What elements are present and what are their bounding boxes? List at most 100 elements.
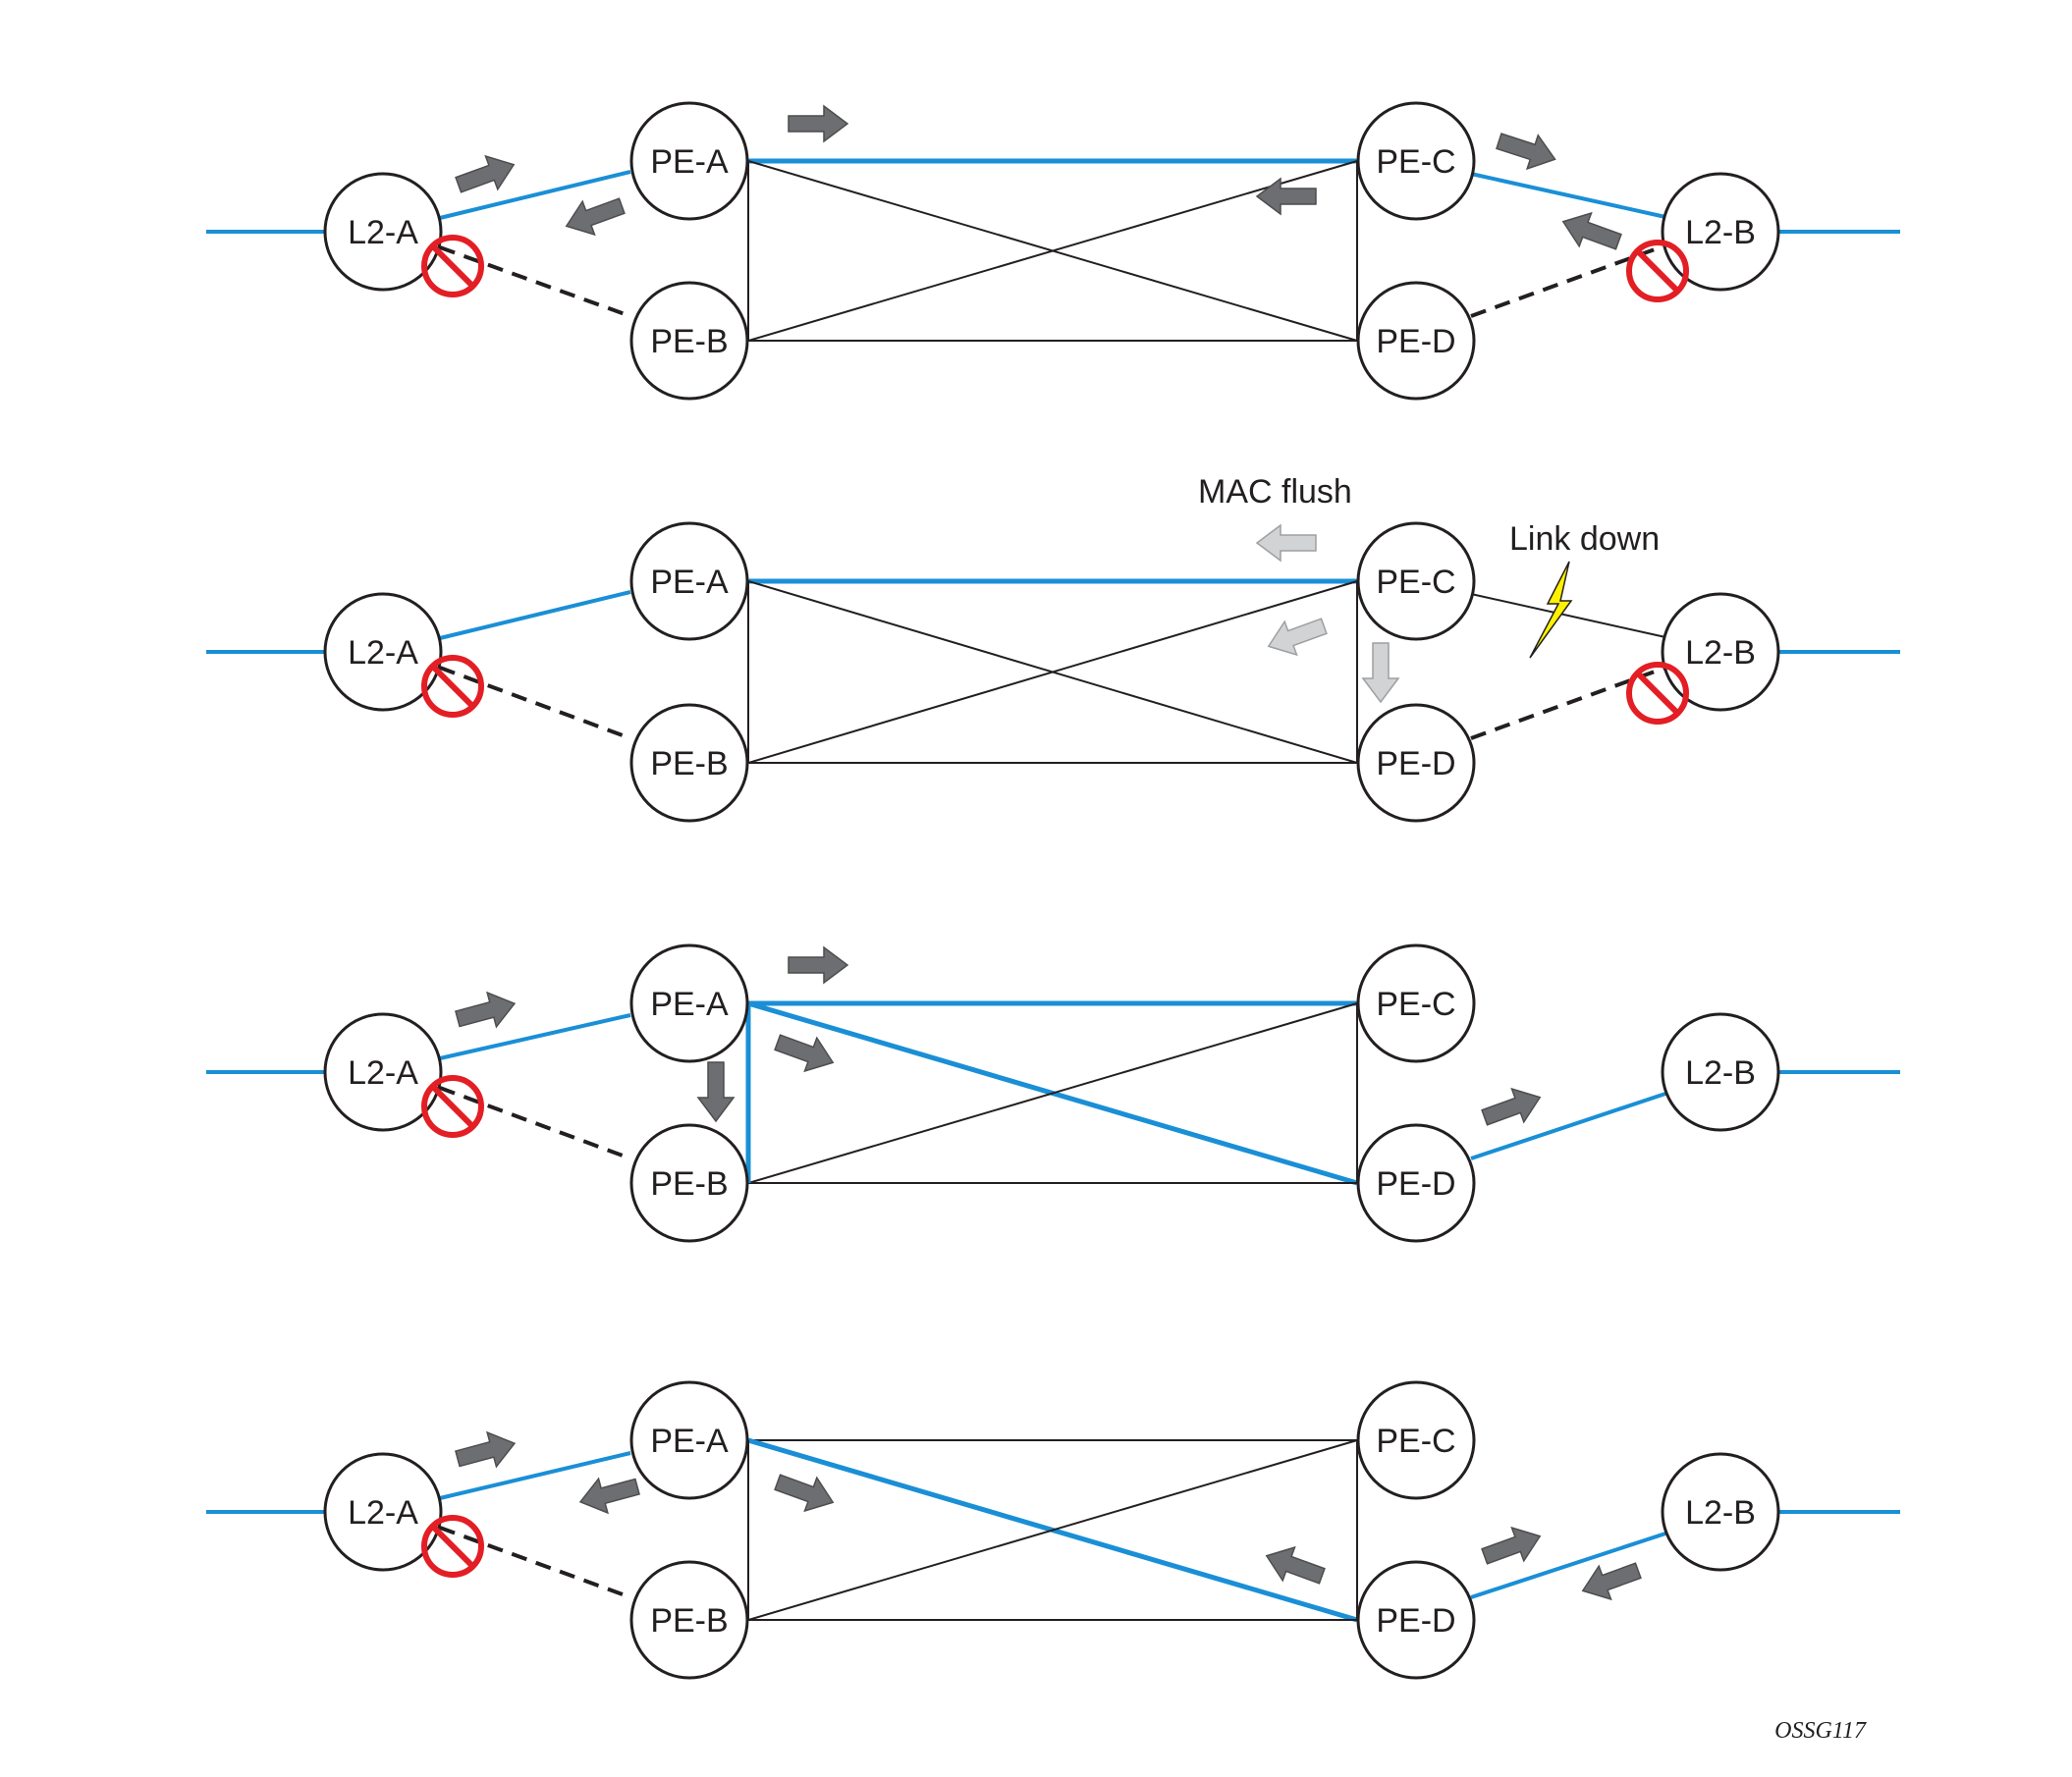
node-pea: PE-A [629,101,749,221]
node-label: PE-C [1376,564,1455,601]
node-l2b: L2-B [1661,172,1780,292]
node-peb: PE-B [629,703,749,823]
node-pea: PE-A [629,943,749,1063]
node-pea: PE-A [629,521,749,641]
node-ped: PE-D [1356,1560,1476,1680]
blocked-port-icon [424,238,481,295]
node-l2b: L2-B [1661,1012,1780,1132]
node-label: PE-D [1376,745,1455,782]
block-arrow-icon [1265,1545,1326,1585]
link-ped-l2b [1470,243,1666,318]
node-label: PE-B [650,323,728,360]
blocked-port-icon [424,1078,481,1135]
link-l2a-pea [439,1451,631,1500]
blocked-port-icon [424,658,481,715]
block-arrow-icon [774,1474,835,1513]
block-arrow-icon [788,104,849,143]
link-peb-pec [747,160,1358,342]
node-label: L2-B [1685,1054,1756,1092]
node-label: L2-B [1685,214,1756,251]
link-l2a-pea [439,170,631,220]
link-ped-l2b [1470,1092,1666,1160]
node-label: L2-B [1685,1494,1756,1532]
node-l2a: L2-A [323,592,443,712]
block-arrow-icon [1561,211,1622,250]
block-arrow-icon [1255,177,1317,216]
block-arrow-icon [578,1477,640,1515]
link-ped-l2b [1470,1532,1666,1599]
node-l2a: L2-A [323,1012,443,1132]
link-peb-pec [747,1439,1358,1621]
block-arrow-icon [455,991,517,1029]
block-arrow-icon [1496,133,1556,171]
node-label: PE-C [1376,1423,1455,1460]
node-l2a: L2-A [323,1452,443,1572]
link-pec-l2b [1470,172,1666,219]
node-label: L2-A [348,1054,418,1092]
node-label: PE-A [650,564,729,601]
lightning-bolt-icon [1529,561,1573,659]
node-l2b: L2-B [1661,592,1780,712]
node-label: PE-D [1376,1602,1455,1640]
mac-flush-label: MAC flush [1198,473,1352,511]
node-label: PE-A [650,986,729,1023]
block-arrow-icon [565,197,626,237]
block-arrow-icon [696,1061,736,1123]
node-label: PE-B [650,1602,728,1640]
node-label: L2-A [348,214,418,251]
panel-2: L2-A PE-A PE-B PE-C PE-D L2-B [206,473,1900,823]
block-arrow-icon [455,1430,517,1469]
node-pec: PE-C [1356,1380,1476,1500]
link-l2a-pea [439,590,631,640]
node-pec: PE-C [1356,101,1476,221]
node-l2a: L2-A [323,172,443,292]
block-arrow-icon [788,945,849,985]
block-arrow-icon [1267,618,1328,657]
node-label: PE-C [1376,986,1455,1023]
block-arrow-icon [774,1034,835,1073]
node-label: PE-B [650,745,728,782]
panel-4: L2-A PE-A PE-B PE-C PE-D L2-B [206,1380,1900,1680]
node-pea: PE-A [629,1380,749,1500]
block-arrow-icon [1481,1087,1542,1126]
block-arrow-icon [1581,1562,1642,1601]
node-pec: PE-C [1356,943,1476,1063]
node-label: PE-A [650,1423,729,1460]
node-peb: PE-B [629,1123,749,1243]
node-peb: PE-B [629,281,749,401]
node-label: PE-A [650,143,729,181]
link-peb-pec [747,580,1358,764]
panel-1: L2-A PE-A PE-B PE-C PE-D L2-B [206,101,1900,401]
node-ped: PE-D [1356,281,1476,401]
block-arrow-icon [1481,1526,1542,1565]
node-label: PE-C [1376,143,1455,181]
node-ped: PE-D [1356,1123,1476,1243]
link-l2a-peb [439,1526,631,1599]
node-pec: PE-C [1356,521,1476,641]
link-l2a-peb [439,1086,631,1160]
node-label: L2-B [1685,634,1756,672]
blocked-port-icon [424,1518,481,1575]
block-arrow-icon [1255,523,1317,563]
link-down-label: Link down [1509,520,1660,558]
node-label: PE-D [1376,323,1455,360]
link-l2a-peb [439,245,631,318]
node-label: PE-B [650,1165,728,1203]
figure-id: OSSG117 [1774,1718,1867,1744]
node-label: PE-D [1376,1165,1455,1203]
link-ped-l2b [1470,666,1666,740]
link-pec-l2b [1470,593,1666,638]
node-label: L2-A [348,1494,418,1532]
node-peb: PE-B [629,1560,749,1680]
blocked-port-icon [1629,665,1686,722]
node-label: L2-A [348,634,418,672]
panel-3: L2-A PE-A PE-B PE-C PE-D L2-B [206,943,1900,1243]
link-peb-pec [747,1002,1358,1184]
node-ped: PE-D [1356,703,1476,823]
node-l2b: L2-B [1661,1452,1780,1572]
block-arrow-icon [455,154,516,193]
link-l2a-pea [439,1013,631,1060]
link-l2a-peb [439,666,631,740]
block-arrow-icon [1361,642,1400,704]
